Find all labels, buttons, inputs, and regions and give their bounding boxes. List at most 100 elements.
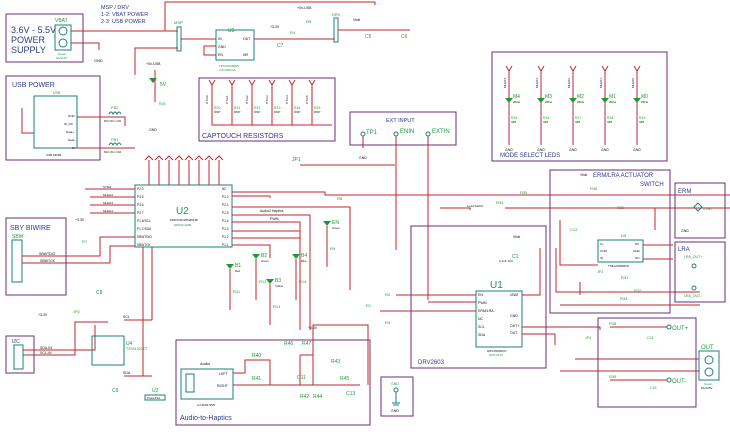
sbw-label: SBW	[12, 234, 24, 240]
power-supply-title-2: POWER	[11, 35, 46, 45]
gnd-label: GND	[359, 156, 367, 160]
vbat-net: Vbat	[353, 18, 360, 22]
u1-pkg: QFN-RUN	[489, 353, 503, 357]
captouch-resistor-label: R22	[254, 106, 260, 110]
usb-pin: Data+	[66, 130, 74, 134]
r39-label: R39	[609, 374, 617, 379]
wire	[23, 321, 108, 356]
wire	[380, 248, 601, 345]
wire	[134, 38, 210, 75]
status-led-color: Yellow	[275, 284, 284, 288]
mcu-top-wire	[144, 155, 154, 185]
actuator-title-2: SWITCH	[640, 182, 664, 188]
u1-body	[475, 290, 523, 348]
mode-led-color: White	[609, 100, 617, 104]
status-led-ref: EN	[332, 220, 339, 226]
audio-box	[175, 339, 371, 426]
wire	[300, 136, 429, 300]
captouch-resistor-value: DNP	[214, 110, 220, 114]
captouch-net: P.7/A3	[265, 95, 269, 104]
led-icon	[149, 78, 157, 83]
u2-part: MSP430G2553IRHB	[170, 218, 198, 222]
extin-testpoint[interactable]	[425, 131, 431, 137]
c1-label: C1	[512, 254, 519, 260]
power-supply-section: 3.6V - 5.5V POWER SUPPLY VBAT Green 6A/1…	[5, 1, 376, 63]
c11-label: C11	[297, 375, 306, 381]
u1-pin-right: GND	[510, 314, 518, 318]
r35-label: R35	[520, 190, 528, 195]
out-minus-testpoint[interactable]	[666, 377, 672, 383]
status-led-icon	[252, 254, 260, 259]
u1-pin-left: NC	[478, 317, 484, 321]
ground-icon	[392, 392, 400, 406]
lra-out-plus: LRA_OUT+	[684, 255, 702, 259]
jumper-note-line2: 1-2: VBAT POWER	[101, 12, 148, 18]
lra-minus-testpoint[interactable]	[691, 285, 697, 291]
lra-plus-testpoint[interactable]	[691, 263, 697, 269]
gnd-testpoint[interactable]	[393, 387, 399, 393]
vbat-connector	[54, 24, 72, 51]
mcu-top-wire	[194, 155, 204, 185]
mcu-net: MLED2	[103, 193, 113, 197]
u5-pin: NC	[635, 242, 640, 246]
gnd-label: GND	[633, 148, 641, 152]
status-led-color: Green	[332, 226, 340, 230]
u1-pin-left: EN	[478, 293, 483, 297]
erm-section: ERM A VM1 GND	[674, 182, 726, 239]
c7-label: C7	[277, 43, 284, 49]
r34-label: R34	[496, 200, 504, 205]
captouch-resistor-value: DNP	[254, 110, 260, 114]
u3-pin: EN	[218, 53, 223, 57]
powerpad-ref: U2	[152, 388, 159, 394]
u2-pin-left: SBWTDIO	[137, 235, 152, 239]
powerpad-fiducial: U2 PowerPad	[144, 388, 166, 401]
fb1-label: FB1	[111, 137, 119, 142]
u2-pin-left: P3.7	[137, 211, 144, 215]
wire	[71, 42, 100, 50]
captouch-resistor-label: R23	[274, 106, 280, 110]
lra-section: LRA LRA_OUT+ LRA_OUT-	[674, 241, 726, 303]
motor-icon	[693, 202, 703, 212]
mcu-top-wire	[154, 155, 164, 185]
u3-pin: NR	[243, 53, 249, 57]
u1-pin-right: OUT+	[510, 324, 519, 328]
extin-label: EXTIN	[432, 129, 450, 135]
audio-resistor-label: R41	[252, 376, 261, 382]
status-led-res: R13	[273, 304, 281, 309]
mode-led-res-value: 348	[543, 120, 548, 124]
drv-jumper[interactable]	[333, 17, 339, 43]
tp1-testpoint[interactable]	[360, 131, 366, 137]
led5v-label: 5V	[160, 82, 167, 88]
erm-box	[674, 182, 726, 239]
status-led-icon	[292, 254, 300, 259]
ext-input-box	[349, 111, 457, 146]
sbw-net: SBWTDIO	[39, 252, 56, 256]
captouch-resistor-label: R20	[214, 106, 220, 110]
out-plus-testpoint[interactable]	[666, 324, 672, 330]
captouch-resistor-label: R21	[234, 106, 240, 110]
u3-pin: OUT	[243, 37, 251, 41]
wire	[21, 108, 135, 149]
captouch-wire	[268, 79, 292, 126]
power-supply-box	[5, 13, 84, 63]
r5-label: R5	[306, 19, 312, 24]
status-led-ref: B1	[235, 263, 241, 269]
drv2603-box	[410, 225, 547, 369]
captouch-resistor-value: DNP	[294, 110, 300, 114]
u5-pin: NO	[635, 256, 640, 260]
audio-resistor-label: R45	[340, 376, 349, 382]
c15-label: C15	[650, 386, 656, 390]
jumper-note-line3: 2-3: USB POWER	[101, 19, 146, 25]
jp2-label: JP2	[73, 309, 81, 314]
c5-label: C5	[365, 34, 372, 40]
mode-led-res: R16	[543, 116, 549, 120]
out-minus-label: OUT-	[672, 379, 686, 385]
enin-testpoint[interactable]	[393, 131, 399, 137]
c14-label: C14	[647, 336, 653, 340]
audio-resistor-label: R42	[300, 394, 309, 400]
i2c-net: SCL-IN	[40, 351, 52, 355]
mode-led-wire	[633, 65, 641, 145]
lra-box	[674, 241, 726, 303]
mode-led-res-value: 348	[575, 120, 580, 124]
usb-pin: Data-	[68, 138, 75, 142]
